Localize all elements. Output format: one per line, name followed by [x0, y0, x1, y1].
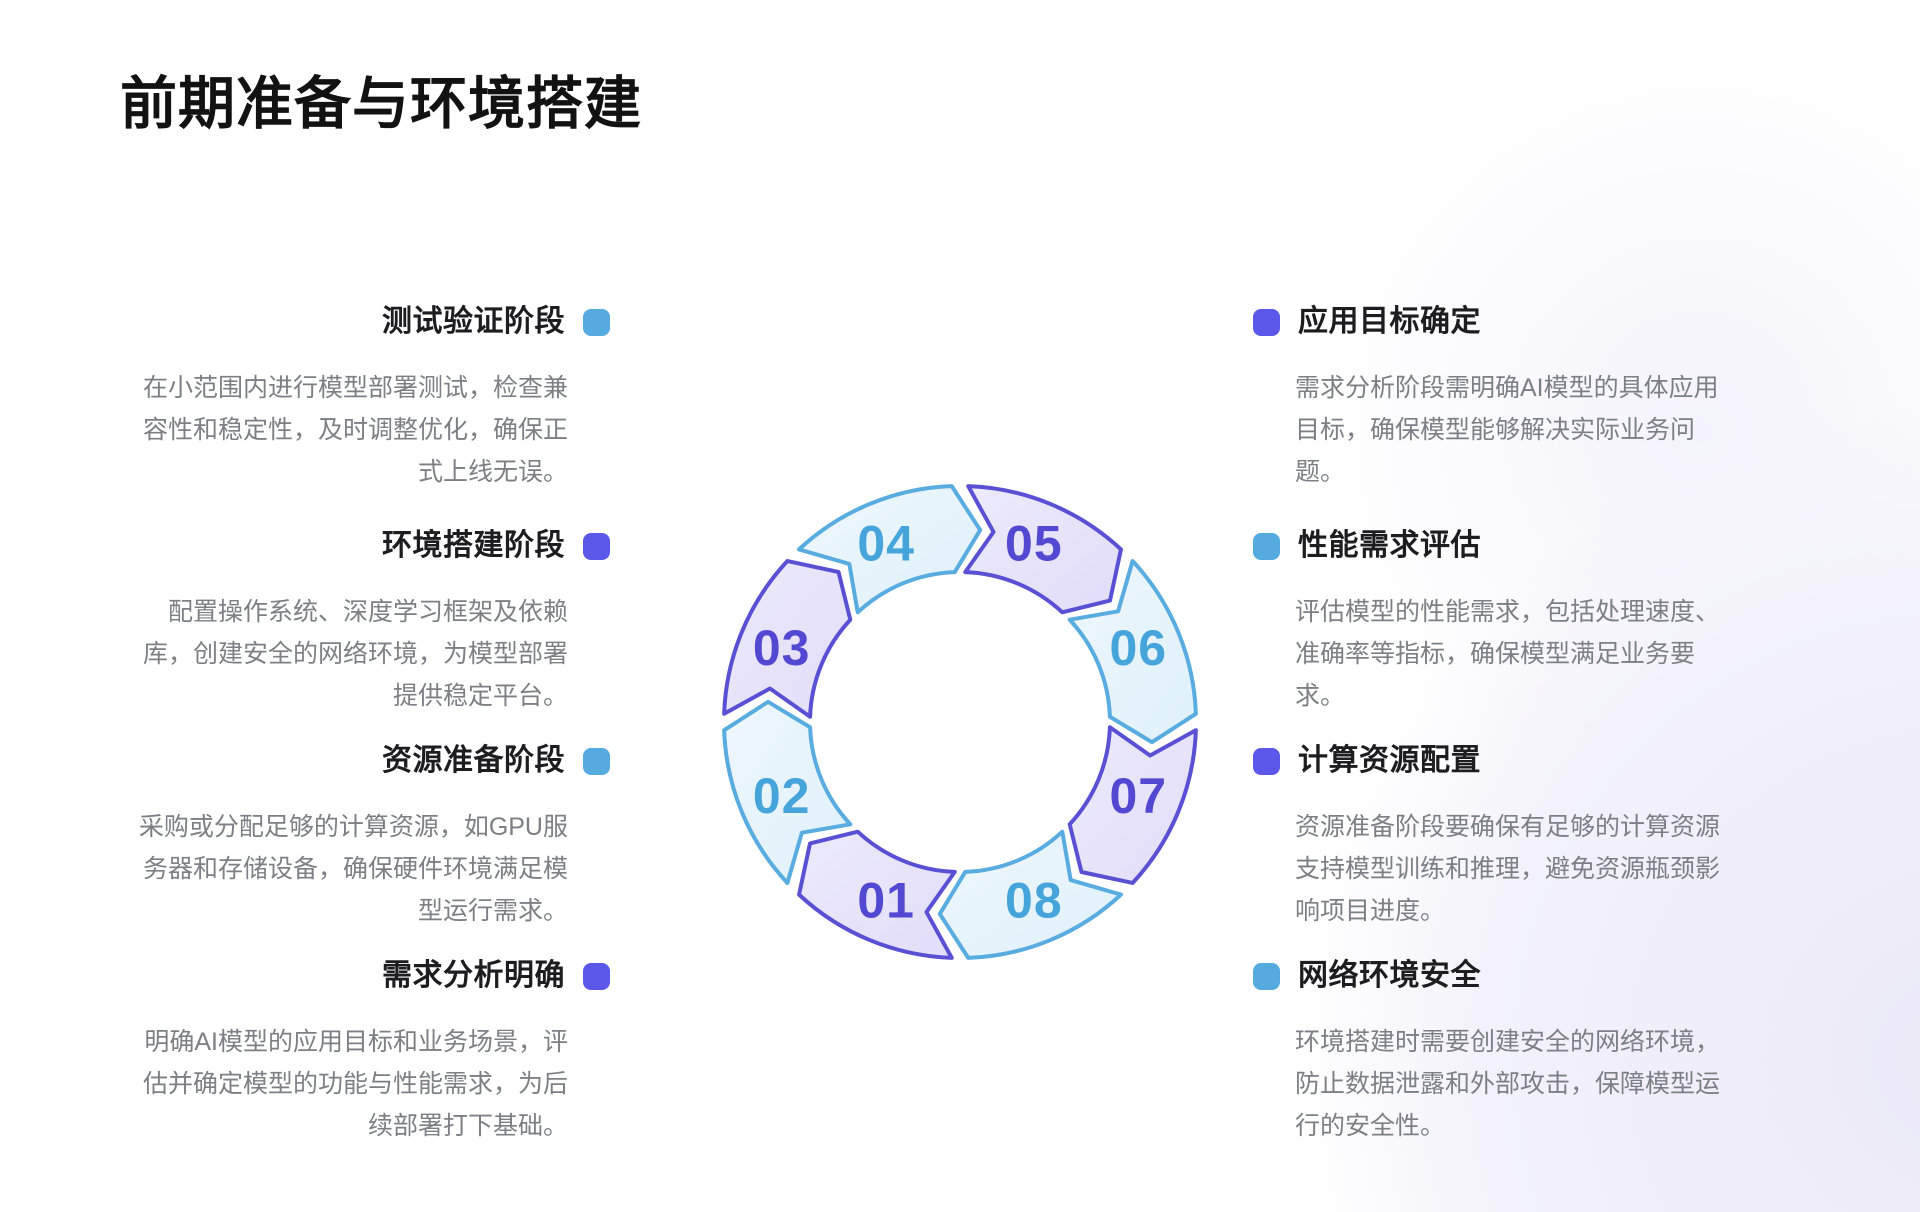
stage-heading-row: 计算资源配置 — [1253, 742, 1723, 780]
stage-description: 需求分析阶段需明确AI模型的具体应用目标，确保模型能够解决实际业务问题。 — [1295, 374, 1719, 486]
stage-heading: 环境搭建阶段 — [382, 529, 565, 562]
cycle-step-number: 06 — [1109, 620, 1167, 676]
stage-heading-row: 环境搭建阶段 — [100, 527, 610, 565]
stage-heading-row: 资源准备阶段 — [100, 742, 610, 780]
stage-heading: 需求分析明确 — [382, 959, 565, 992]
stage-heading-row: 需求分析明确 — [100, 957, 610, 995]
stage-description: 资源准备阶段要确保有足够的计算资源支持模型训练和推理，避免资源瓶颈影响项目进度。 — [1295, 813, 1721, 925]
stage-block: 测试验证阶段在小范围内进行模型部署测试，检查兼容性和稳定性，及时调整优化，确保正… — [100, 303, 610, 493]
cycle-segment-arrow — [1067, 559, 1198, 745]
left-column: 测试验证阶段在小范围内进行模型部署测试，检查兼容性和稳定性，及时调整优化，确保正… — [100, 0, 610, 1212]
cycle-step-number: 02 — [753, 768, 811, 824]
cycle-segment-arrow — [797, 829, 957, 960]
stage-description: 明确AI模型的应用目标和业务场景，评估并确定模型的功能与性能需求，为后续部署打下… — [142, 1028, 568, 1140]
stage-heading: 测试验证阶段 — [382, 305, 565, 338]
bullet-square-icon — [1253, 532, 1280, 560]
stage-description: 配置操作系统、深度学习框架及依赖库，创建安全的网络环境，为模型部署提供稳定平台。 — [142, 598, 568, 710]
stage-heading: 应用目标确定 — [1298, 305, 1481, 338]
cycle-segment-arrow — [963, 484, 1123, 615]
stage-block: 资源准备阶段采购或分配足够的计算资源，如GPU服务器和存储设备，确保硬件环境满足… — [100, 742, 610, 932]
stage-block: 性能需求评估评估模型的性能需求，包括处理速度、准确率等指标，确保模型满足业务要求… — [1253, 527, 1723, 717]
cycle-segment-arrow — [937, 829, 1123, 960]
stage-heading: 性能需求评估 — [1298, 529, 1481, 562]
stage-description: 环境搭建时需要创建安全的网络环境，防止数据泄露和外部攻击，保障模型运行的安全性。 — [1295, 1028, 1721, 1140]
bullet-square-icon — [583, 962, 610, 990]
stage-heading-row: 网络环境安全 — [1253, 957, 1723, 995]
stage-block: 需求分析明确明确AI模型的应用目标和业务场景，评估并确定模型的功能与性能需求，为… — [100, 957, 610, 1147]
stage-heading: 网络环境安全 — [1298, 959, 1481, 992]
cycle-step-number: 01 — [857, 872, 915, 928]
cycle-segment-arrow — [722, 699, 853, 885]
bullet-square-icon — [1253, 747, 1280, 775]
bullet-square-icon — [583, 747, 610, 775]
stage-block: 计算资源配置资源准备阶段要确保有足够的计算资源支持模型训练和推理，避免资源瓶颈影… — [1253, 742, 1723, 932]
stage-heading-row: 性能需求评估 — [1253, 527, 1723, 565]
stage-description: 采购或分配足够的计算资源，如GPU服务器和存储设备，确保硬件环境满足模型运行需求… — [138, 813, 568, 925]
cycle-step-number: 04 — [857, 516, 915, 572]
stage-heading-row: 应用目标确定 — [1253, 303, 1723, 341]
stage-description: 在小范围内进行模型部署测试，检查兼容性和稳定性，及时调整优化，确保正式上线无误。 — [142, 374, 568, 486]
cycle-segment-arrow — [722, 559, 853, 719]
cycle-segment-arrow — [797, 484, 983, 615]
cycle-segment-arrow — [1067, 725, 1198, 885]
bullet-square-icon — [1253, 308, 1280, 336]
cycle-step-number: 08 — [1005, 872, 1063, 928]
cycle-diagram: 01 02 03 04 05 06 07 08 — [700, 462, 1220, 982]
cycle-step-number: 07 — [1109, 768, 1167, 824]
bullet-square-icon — [583, 532, 610, 560]
cycle-step-number: 05 — [1005, 516, 1063, 572]
cycle-step-number: 03 — [753, 620, 811, 676]
stage-block: 应用目标确定需求分析阶段需明确AI模型的具体应用目标，确保模型能够解决实际业务问… — [1253, 303, 1723, 493]
bullet-square-icon — [1253, 962, 1280, 990]
stage-block: 环境搭建阶段配置操作系统、深度学习框架及依赖库，创建安全的网络环境，为模型部署提… — [100, 527, 610, 717]
stage-description: 评估模型的性能需求，包括处理速度、准确率等指标，确保模型满足业务要求。 — [1295, 598, 1721, 710]
stage-heading: 资源准备阶段 — [382, 744, 565, 777]
stage-heading: 计算资源配置 — [1298, 744, 1481, 777]
stage-block: 网络环境安全环境搭建时需要创建安全的网络环境，防止数据泄露和外部攻击，保障模型运… — [1253, 957, 1723, 1147]
stage-heading-row: 测试验证阶段 — [100, 303, 610, 341]
bullet-square-icon — [583, 308, 610, 336]
page-title: 前期准备与环境搭建 — [120, 72, 642, 136]
right-column: 应用目标确定需求分析阶段需明确AI模型的具体应用目标，确保模型能够解决实际业务问… — [1253, 0, 1723, 1212]
